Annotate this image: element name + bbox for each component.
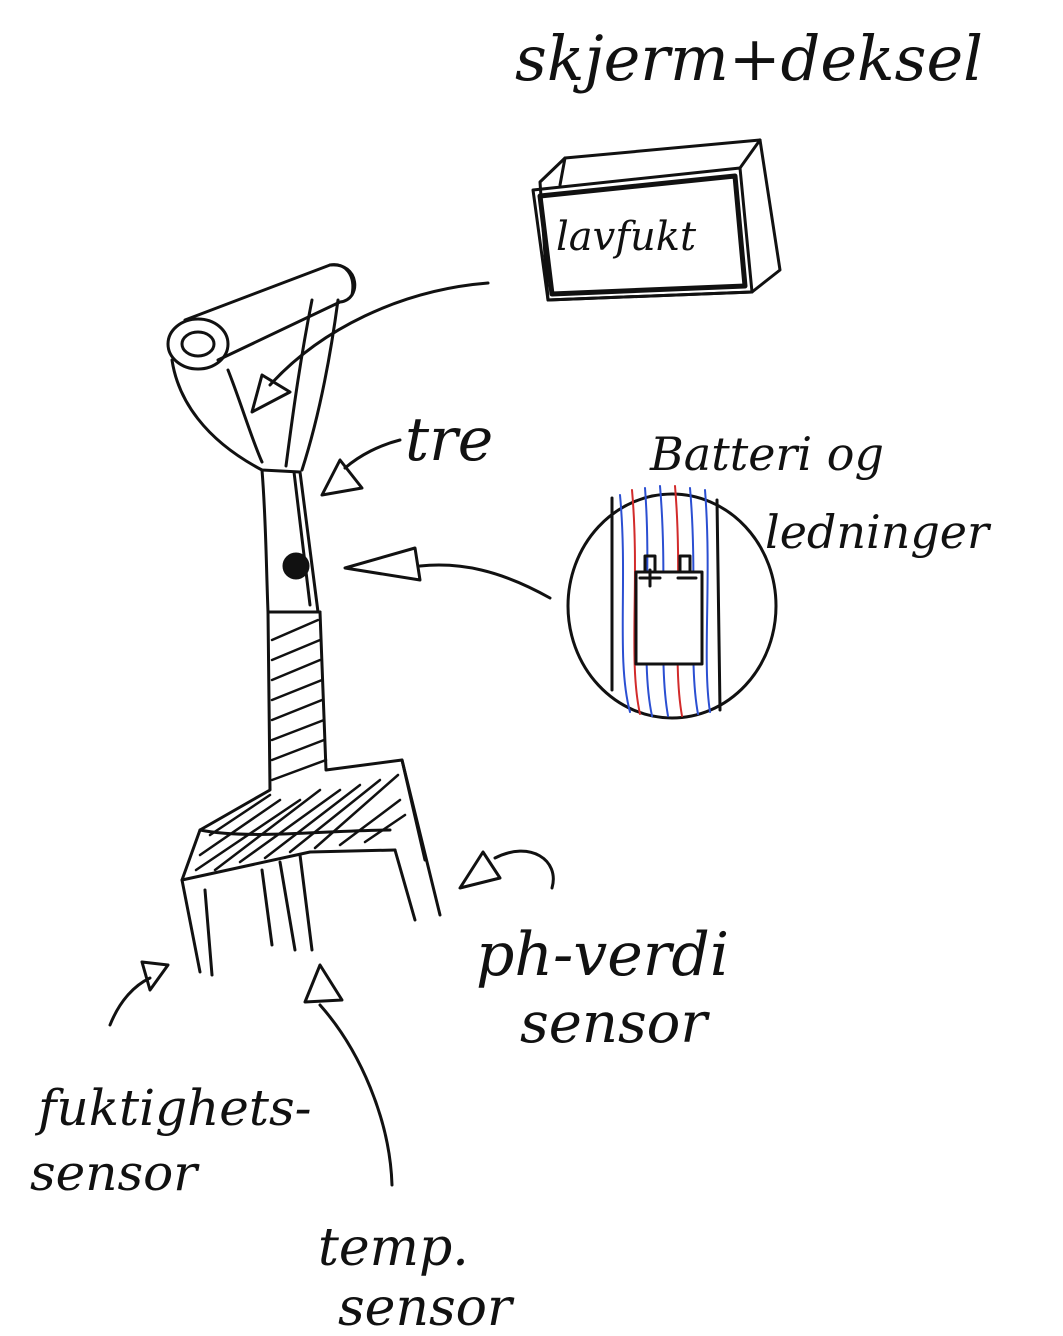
wood-label: tre [405, 405, 493, 475]
battery-label-line1: Batteri og [649, 427, 884, 481]
battery-arrow-line [420, 565, 550, 598]
screen-device: lavfukt [533, 140, 780, 300]
moisture-label-line2: sensor [30, 1144, 200, 1202]
fork-shaft [262, 470, 320, 612]
fork-body [182, 612, 440, 975]
screen-cover-label: skjerm+deksel [515, 22, 983, 95]
temp-label-line1: temp. [318, 1218, 469, 1278]
fork-handle [168, 265, 355, 472]
ph-arrow-line [495, 851, 553, 888]
wood-arrow-head [322, 460, 362, 495]
moisture-arrow-line [110, 978, 150, 1025]
battery-label-line2: ledninger [765, 505, 992, 559]
screen-arrow-line [270, 283, 488, 385]
battery-detail [568, 486, 776, 718]
battery-arrow-head [345, 548, 420, 580]
temp-arrow-head [305, 965, 342, 1002]
moisture-arrow-head [142, 962, 168, 990]
ph-label-line2: sensor [520, 991, 710, 1056]
temp-label-line2: sensor [338, 1278, 515, 1336]
temp-arrow-line [320, 1005, 392, 1185]
moisture-label-line1: fuktighets- [34, 1079, 312, 1137]
screen-text: lavfukt [556, 214, 697, 260]
ph-label-line1: ph-verdi [476, 920, 729, 990]
screen-arrow-head [252, 375, 290, 412]
wood-arrow-line [345, 440, 400, 468]
